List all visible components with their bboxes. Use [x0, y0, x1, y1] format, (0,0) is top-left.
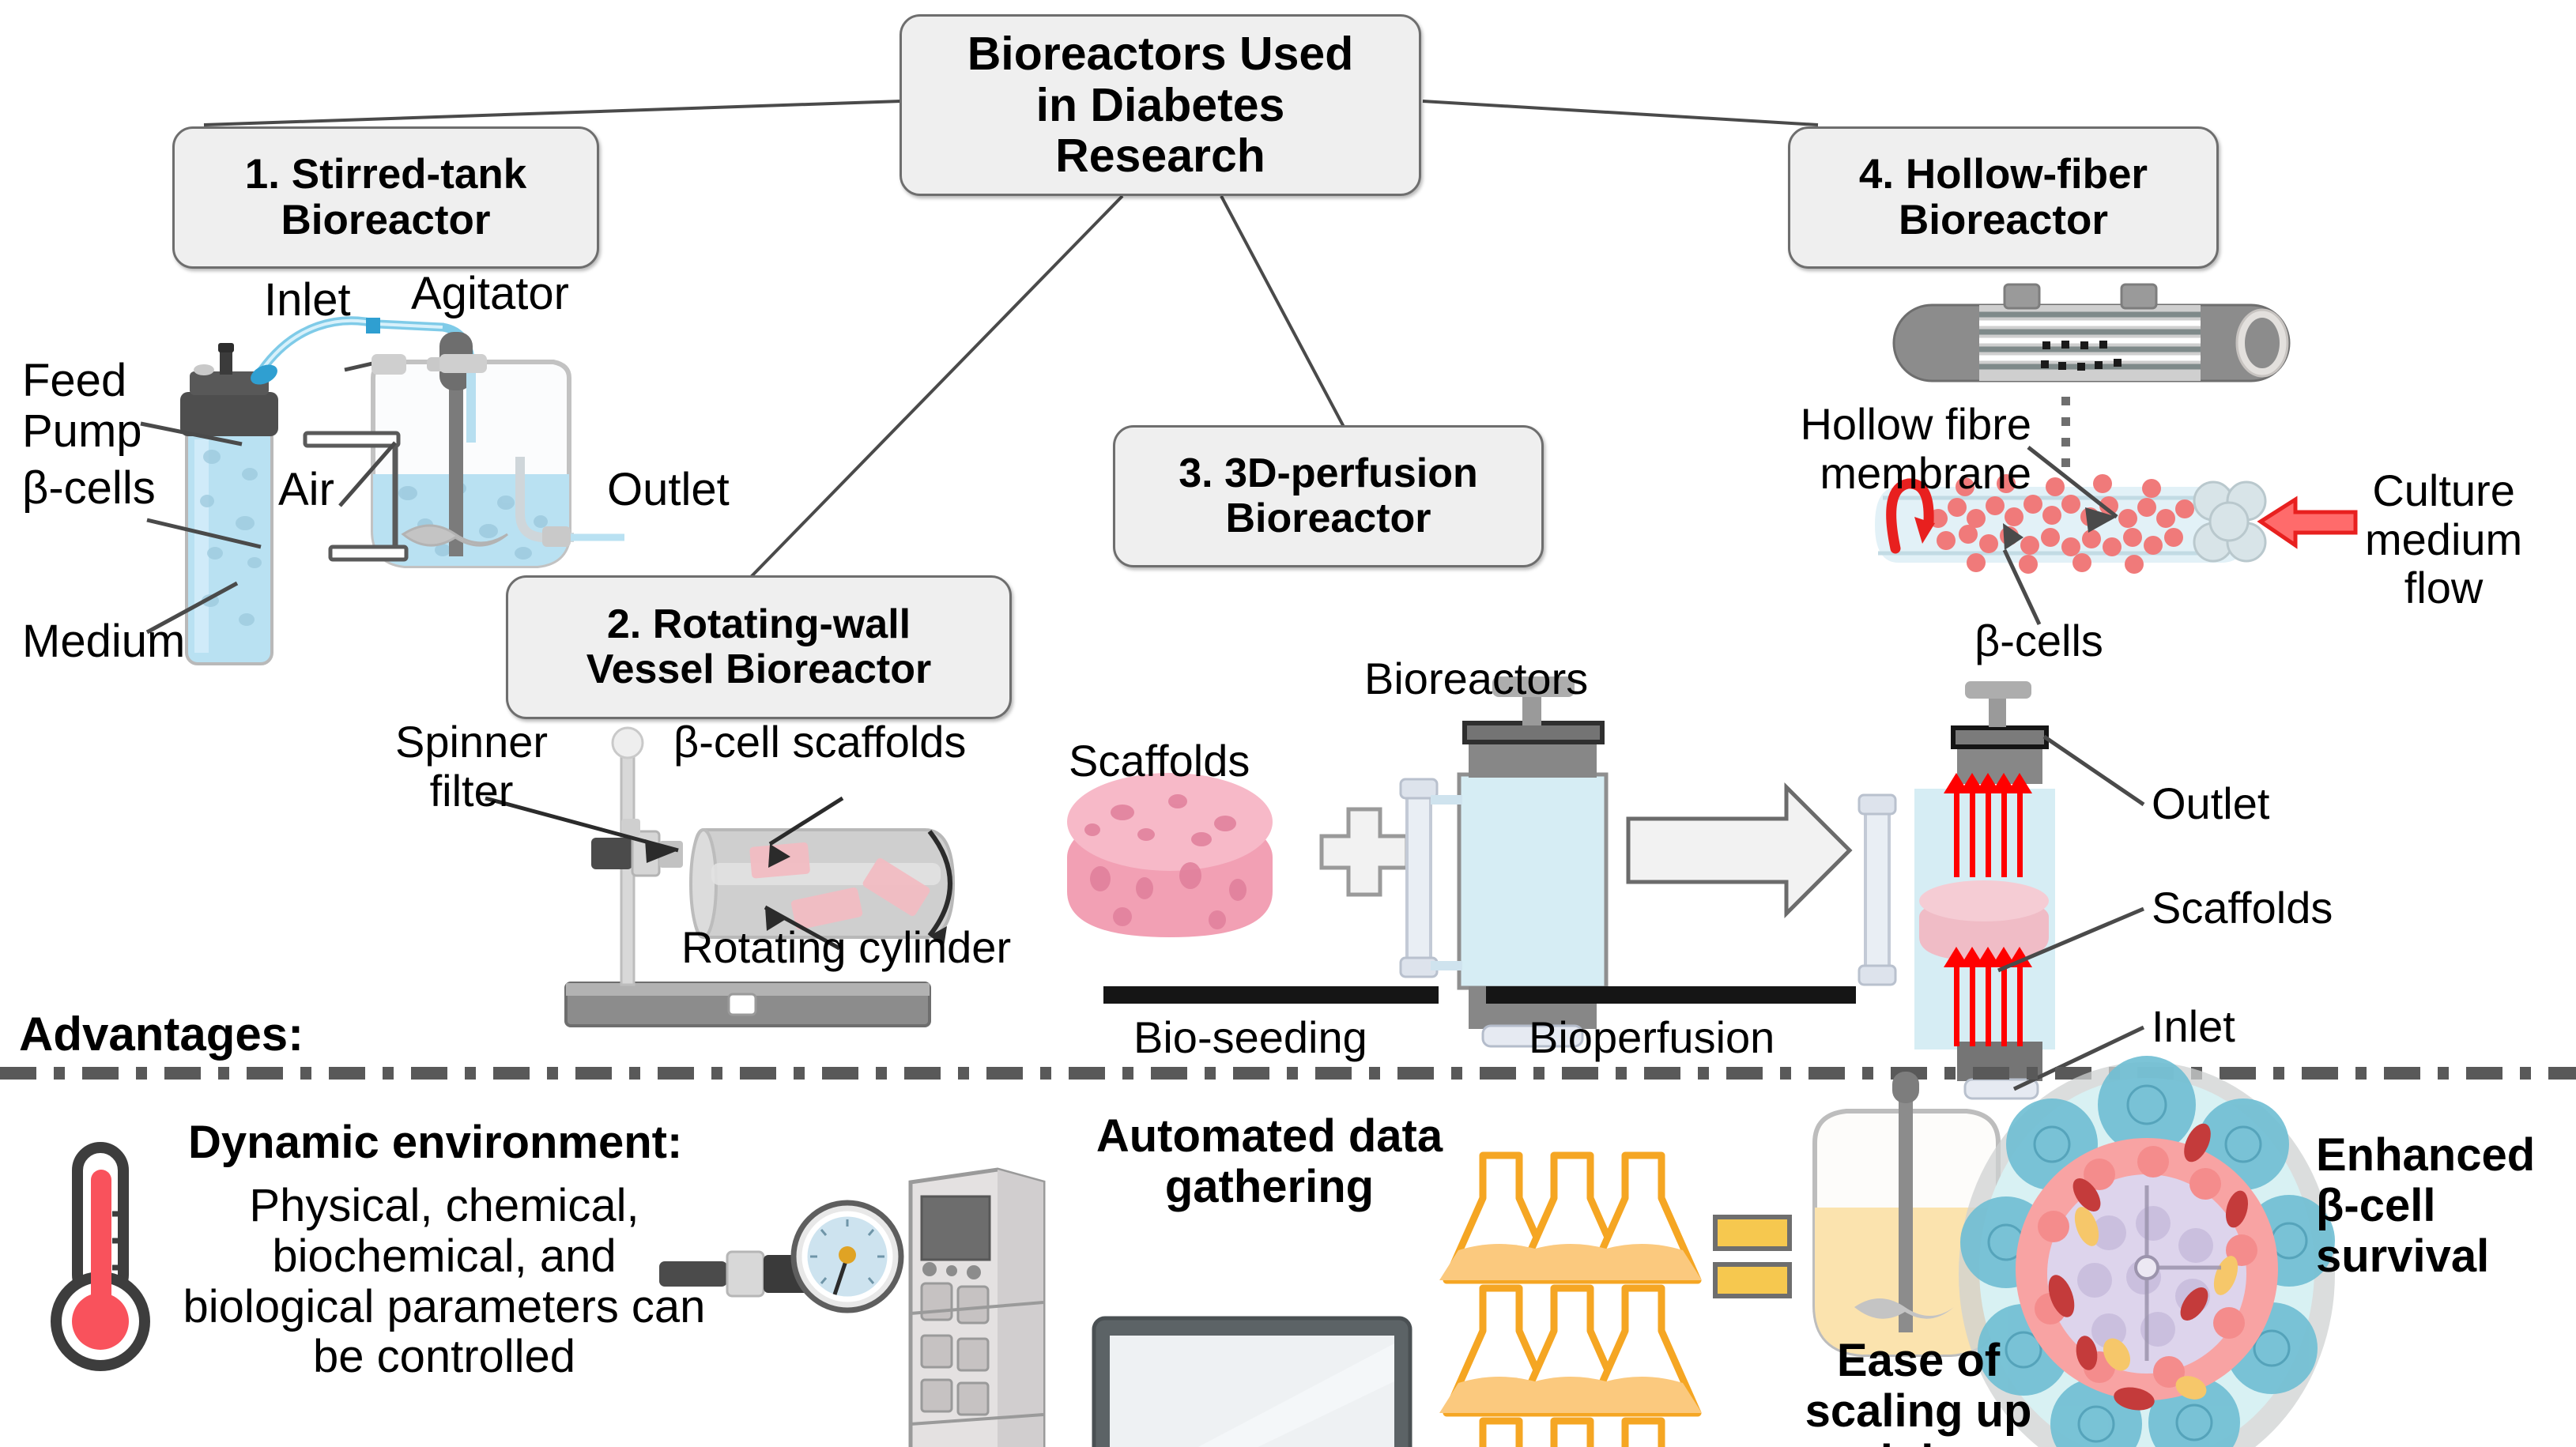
- title-box-label: Bioreactors Used in Diabetes Research: [967, 27, 1354, 183]
- feed-bottle-icon: [180, 343, 278, 665]
- leader-scaffolds-perf: [1997, 906, 2144, 973]
- scaffold-disc-icon: [1067, 773, 1273, 937]
- culture-flow-arrow-icon: [2257, 496, 2358, 549]
- advantages-heading: Advantages:: [19, 1008, 304, 1061]
- label-beta-cell-scaffolds: β-cell scaffolds: [673, 717, 967, 767]
- node-hollow-fiber-label: 4. Hollow-fiber Bioreactor: [1858, 150, 2148, 243]
- equals-icon: [1713, 1215, 1792, 1298]
- leader-feed-pump: [140, 421, 243, 447]
- advantage-1-body: Physical, chemical, biochemical, and bio…: [183, 1180, 706, 1383]
- bioperfusion-bar: [1486, 986, 1856, 1004]
- node-3d-perfusion[interactable]: 3. 3D-perfusion Bioreactor: [1113, 425, 1544, 567]
- title-box[interactable]: Bioreactors Used in Diabetes Research: [900, 14, 1421, 196]
- perfusion-result-icon: [1858, 681, 2055, 1100]
- connector-to-node2: [749, 194, 1124, 578]
- node-stirred-tank-label: 1. Stirred-tank Bioreactor: [244, 150, 527, 243]
- hollow-fiber-module-icon: [1892, 283, 2291, 382]
- label-feed-pump: Feed Pump: [22, 355, 142, 457]
- advantage-4-title: Enhanced β-cell survival: [2316, 1129, 2536, 1282]
- bio-seeding-bar: [1103, 986, 1439, 1004]
- node-rotating-wall-label: 2. Rotating-wall Vessel Bioreactor: [586, 601, 932, 692]
- leader-beta-cells-fiber: [2002, 548, 2042, 626]
- advantage-2-title: Automated data gathering: [1096, 1110, 1443, 1212]
- leader-outlet-perf: [2042, 734, 2145, 807]
- leader-beta-cells: [146, 518, 262, 549]
- inlet-tube: [256, 316, 447, 376]
- label-rotating-cylinder: Rotating cylinder: [681, 922, 1012, 972]
- label-scaffolds-perf: Scaffolds: [1069, 736, 1250, 786]
- label-bioperfusion: Bioperfusion: [1529, 1012, 1775, 1062]
- node-rotating-wall[interactable]: 2. Rotating-wall Vessel Bioreactor: [506, 575, 1012, 719]
- leader-beta-scaffolds: [768, 796, 844, 846]
- label-bio-seeding: Bio-seeding: [1133, 1012, 1367, 1062]
- label-bioreactors: Bioreactors: [1364, 654, 1589, 703]
- laptop-icon: [1092, 1316, 1412, 1447]
- label-spinner-filter: Spinner filter: [395, 717, 549, 816]
- plus-icon: [1319, 807, 1409, 897]
- controller-rack-icon: [908, 1167, 1046, 1447]
- leader-membrane: [2027, 446, 2118, 518]
- perfusion-chamber-icon: [1399, 676, 1609, 1048]
- label-culture-medium-flow: Culture medium flow: [2365, 465, 2523, 613]
- process-arrow-icon: [1626, 782, 1853, 919]
- label-outlet-tank: Outlet: [607, 464, 730, 515]
- label-air: Air: [278, 464, 334, 515]
- node-stirred-tank[interactable]: 1. Stirred-tank Bioreactor: [172, 126, 599, 269]
- advantage-1-title: Dynamic environment:: [188, 1117, 683, 1168]
- thermometer-icon: [51, 1142, 150, 1371]
- label-inlet-tank: Inlet: [264, 274, 351, 326]
- advantage-3-title: Ease of scaling up and down: [1805, 1335, 2032, 1447]
- flow-arrows-lower: [1944, 947, 2032, 1046]
- label-beta-cells-fiber: β-cells: [1974, 616, 2103, 665]
- label-scaffolds-right: Scaffolds: [2152, 883, 2333, 933]
- leader-inlet-perf: [2012, 1025, 2145, 1091]
- stirred-vessel-icon: [303, 332, 624, 568]
- stand-rod: [620, 749, 636, 986]
- label-hollow-fibre-membrane: Hollow fibre membrane: [1800, 399, 2031, 498]
- flow-arrows-upper: [1944, 773, 2032, 877]
- label-inlet-perf: Inlet: [2152, 1001, 2235, 1051]
- node-3d-perfusion-label: 3. 3D-perfusion Bioreactor: [1179, 450, 1478, 541]
- label-outlet-perf: Outlet: [2152, 778, 2270, 828]
- fiber-bundle-end: [2193, 480, 2267, 563]
- connector-to-node1: [203, 100, 902, 126]
- flask-grid-icon: [1439, 1151, 1702, 1447]
- dotted-connector: [2061, 397, 2070, 467]
- stand-base: [564, 982, 931, 1027]
- label-medium: Medium: [22, 616, 186, 667]
- connector-to-node4: [1422, 100, 1819, 126]
- node-hollow-fiber[interactable]: 4. Hollow-fiber Bioreactor: [1788, 126, 2219, 269]
- beta-cell-scaffold-blocks: [749, 842, 930, 930]
- fermenter-icon: [1812, 1072, 2001, 1357]
- label-beta-cells-tank: β-cells: [22, 462, 156, 514]
- connector-to-node3: [1220, 195, 1345, 428]
- spinner-filter-icon: [591, 819, 683, 877]
- label-agitator: Agitator: [411, 268, 569, 319]
